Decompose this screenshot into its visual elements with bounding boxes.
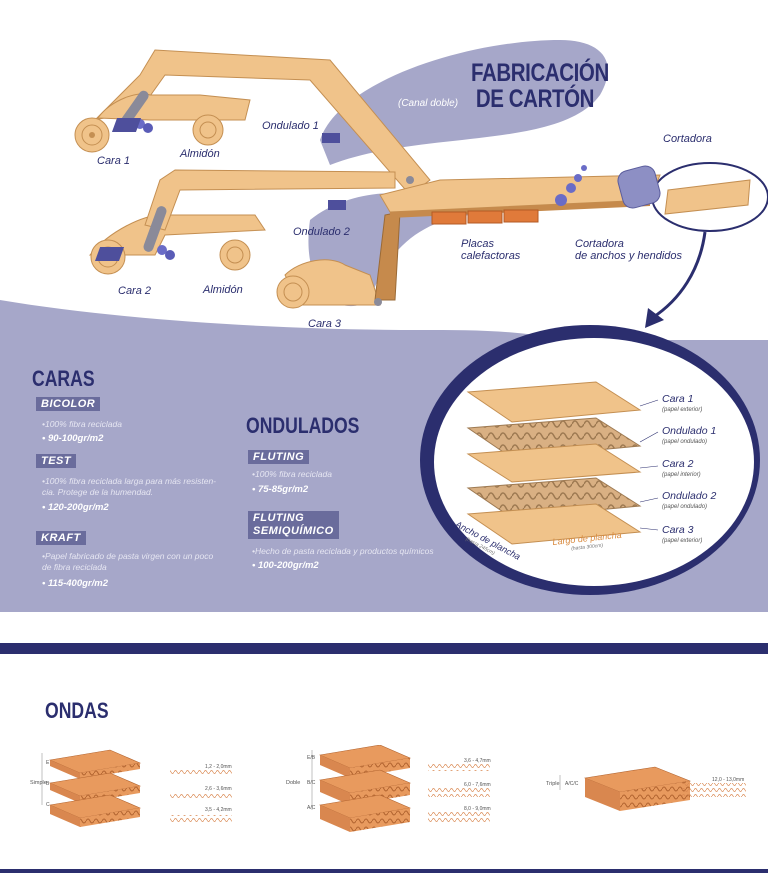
- layer-sub: (papel exterior): [662, 407, 703, 413]
- layer-name: Cara 2: [662, 458, 694, 470]
- triple-label: Triple: [546, 781, 560, 787]
- label-cara-1: Cara 1: [97, 155, 131, 167]
- tag-kraft: KRAFT: [36, 531, 86, 545]
- test-weight: • 120-200gr/m2: [42, 502, 109, 513]
- doble-size-2: 6,0 - 7,6mm: [464, 782, 491, 788]
- simple-size-1: 1,2 - 2,0mm: [205, 764, 232, 770]
- page-title: FABRICACIÓN DE CARTÓN: [471, 59, 609, 113]
- layer-label-cara-2: Cara 2 (papel interior): [662, 459, 701, 481]
- label-almidon-1: Almidón: [180, 148, 220, 160]
- fluting-desc: •100% fibra reciclada: [252, 469, 332, 479]
- zoom-arrow: [651, 231, 707, 320]
- simple-size-2: 2,6 - 3,6mm: [205, 786, 232, 792]
- test-desc-2: cia. Protege de la humendad.: [42, 487, 154, 497]
- layer-sub: (papel interior): [662, 472, 701, 478]
- bicolor-weight: • 90-100gr/m2: [42, 433, 104, 444]
- doble-size-3: 8,0 - 9,0mm: [464, 806, 491, 812]
- doble-diagram: [311, 745, 490, 832]
- tag-fluting-semiquimico-line-1: FLUTING: [253, 512, 305, 524]
- layer-label-cara-3: Cara 3 (papel exterior): [662, 525, 702, 547]
- triple-diagram: [559, 766, 746, 811]
- simple-letter-b: B: [46, 781, 50, 787]
- title-line-2: DE CARTÓN: [475, 85, 595, 113]
- simple-letter-e: E: [46, 760, 50, 766]
- doble-letter-ac: A/C: [307, 805, 316, 811]
- layer-sub: (papel exterior): [662, 538, 703, 544]
- conveyor: [379, 165, 751, 225]
- layer-name: Ondulado 1: [662, 425, 717, 437]
- triple-size: 12,0 - 13,0mm: [712, 777, 745, 783]
- ondulados-title: ONDULADOS: [246, 413, 360, 438]
- layer-label-ondulado-1: Ondulado 1 (papel ondulado): [662, 426, 716, 448]
- doble-letter-bc: B/C: [307, 780, 316, 786]
- machine-diagram: [74, 49, 751, 309]
- tag-fluting-semiquimico-line-2: SEMIQUÍMICO: [253, 525, 334, 537]
- layer-name: Cara 1: [662, 393, 694, 405]
- layer-name: Cara 3: [662, 524, 694, 536]
- page-subtitle: (Canal doble): [398, 98, 459, 109]
- lower-paper-path: [276, 211, 401, 309]
- label-placas-line-1: Placas: [461, 238, 495, 250]
- test-desc-1: •100% fibra reciclada larga para más res…: [42, 476, 217, 486]
- layer-sub: (papel ondulado): [662, 439, 708, 445]
- semiquimico-desc: •Hecho de pasta reciclada y productos qu…: [252, 546, 434, 556]
- doble-letter-eb: E/B: [307, 755, 316, 761]
- layer-name: Ondulado 2: [662, 490, 717, 502]
- label-placas: Placas calefactoras: [461, 238, 520, 262]
- triple-letter: A/C/C: [565, 781, 579, 787]
- tag-fluting: FLUTING: [248, 450, 310, 464]
- layer-cara-3: [466, 503, 642, 545]
- layer-stack: [466, 381, 659, 545]
- label-cortadora-anchos-line-1: Cortadora: [575, 238, 624, 250]
- middle-paper-path: [88, 133, 396, 275]
- fluting-weight: • 75-85gr/m2: [252, 484, 309, 495]
- kraft-weight: • 115-400gr/m2: [42, 578, 108, 589]
- label-cara-3: Cara 3: [308, 318, 342, 330]
- doble-label: Doble: [286, 780, 301, 786]
- label-cortadora-anchos-line-2: de anchos y hendidos: [575, 250, 683, 262]
- simple-size-3: 3,5 - 4,2mm: [205, 807, 232, 813]
- layer-label-ondulado-2: Ondulado 2 (papel ondulado): [662, 491, 716, 513]
- tag-bicolor: BICOLOR: [36, 397, 101, 411]
- tag-fluting-semiquimico: FLUTING SEMIQUÍMICO: [248, 511, 339, 539]
- simple-letter-c: C: [46, 802, 50, 808]
- ondas-diagrams: [41, 745, 746, 832]
- kraft-desc-1: •Papel fabricado de pasta virgen con un …: [42, 551, 214, 561]
- bicolor-desc: •100% fibra reciclada: [42, 419, 122, 429]
- divider-bar: [0, 643, 768, 654]
- kraft-desc-2: de fibra reciclada: [42, 562, 107, 572]
- title-line-1: FABRICACIÓN: [471, 59, 609, 87]
- label-ondulado-1: Ondulado 1: [262, 120, 319, 132]
- layer-sub: (papel ondulado): [662, 504, 708, 510]
- label-ondulado-2: Ondulado 2: [293, 226, 350, 238]
- tag-test: TEST: [36, 454, 77, 468]
- semiquimico-weight: • 100-200gr/m2: [252, 560, 319, 571]
- simple-diagram: [41, 749, 232, 827]
- layer-cara-1: [466, 381, 642, 423]
- footer-bar: [0, 869, 768, 873]
- doble-size-1: 3,6 - 4,7mm: [464, 758, 491, 764]
- zoom-arrow-head: [645, 308, 664, 328]
- label-cortadora-anchos: Cortadora de anchos y hendidos: [575, 238, 682, 262]
- label-cortadora: Cortadora: [663, 133, 712, 145]
- label-almidon-2: Almidón: [203, 284, 243, 296]
- layer-label-cara-1: Cara 1 (papel exterior): [662, 394, 702, 416]
- ondas-title: ONDAS: [45, 698, 109, 723]
- layer-cara-2: [466, 443, 642, 483]
- simple-label: Simple: [30, 780, 47, 786]
- label-placas-line-2: calefactoras: [461, 250, 521, 262]
- caras-title: CARAS: [32, 366, 95, 391]
- label-cara-2: Cara 2: [118, 285, 152, 297]
